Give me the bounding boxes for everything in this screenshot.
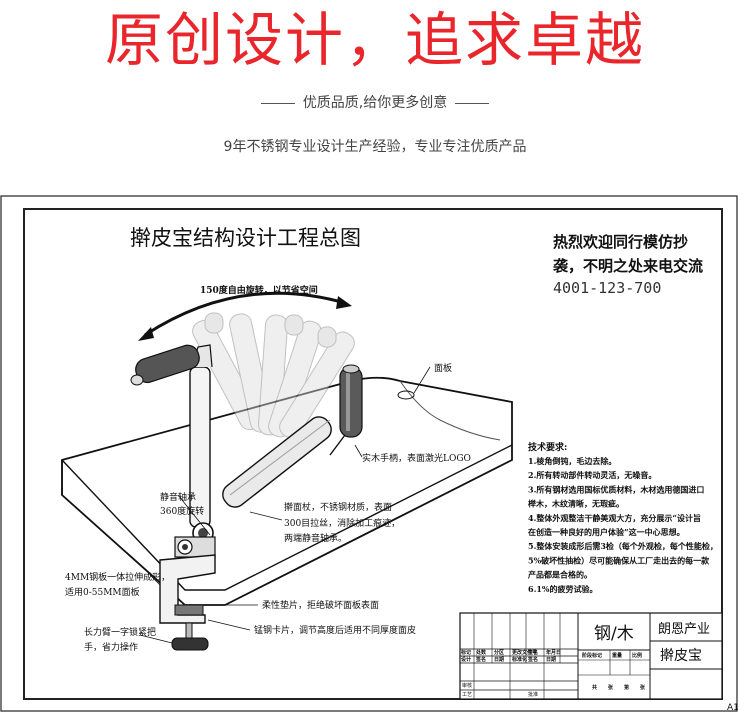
arm-label-1: 4MM钢板一体拉伸成形， bbox=[65, 571, 170, 583]
tb-cell: 标准化 bbox=[511, 656, 527, 663]
tb-review: 审核 bbox=[462, 682, 472, 689]
tb-stage-cell: 阶段标记 bbox=[582, 652, 602, 659]
notice-line-1: 热烈欢迎同行模仿抄 bbox=[553, 233, 688, 251]
tagline-left-rule bbox=[260, 102, 295, 104]
tb-cell: 标记 bbox=[460, 649, 471, 656]
tb-sheet-cell: 张 bbox=[640, 684, 646, 691]
tb-row-design: 设计签名日期标准化签名日期 bbox=[461, 656, 556, 663]
bearing-label-1: 静音轴承 bbox=[160, 491, 196, 503]
tb-company: 朗恩产业 bbox=[658, 622, 710, 637]
tb-product: 擀皮宝 bbox=[660, 648, 702, 664]
arm-label-2: 适用0-55MM面板 bbox=[65, 586, 140, 598]
phone-number: 4001-123-700 bbox=[553, 279, 661, 297]
tb-sheet-cell: 共 bbox=[592, 684, 597, 691]
tb-cell: 签名 bbox=[527, 656, 538, 663]
tb-material: 钢/木 bbox=[594, 624, 634, 644]
tb-cell: 更改文件号 bbox=[512, 649, 537, 656]
tech-heading: 技术要求: bbox=[528, 441, 567, 453]
title-block: 钢/木 朗恩产业 擀皮宝 标记处数分区更改文件号签名年月日 设计签名日期标准化签… bbox=[459, 612, 723, 700]
tech-line: 6.1%的疲劳试验。 bbox=[528, 584, 598, 594]
wood-handle bbox=[339, 364, 363, 438]
panel-label: 面板 bbox=[434, 362, 452, 374]
outer-frame bbox=[0, 195, 738, 712]
notice-line-2: 袭，不明之处来电交流 bbox=[552, 257, 703, 275]
tb-stage-cell: 重量 bbox=[612, 652, 622, 659]
tagline-text: 优质品质,给你更多创意 bbox=[302, 95, 448, 111]
tb-cell: 设计 bbox=[461, 656, 471, 663]
tech-requirements: 技术要求: 1.棱角倒钝，毛边去除。 2.所有转动部件转动灵活，无噪音。 3.所有钢… bbox=[528, 441, 718, 594]
tb-cell: 年月日 bbox=[546, 649, 561, 656]
rotation-arrow-left bbox=[138, 327, 154, 341]
tb-stage-cell: 比例 bbox=[632, 652, 642, 659]
tech-line: 5%破坏性抽检）尽可能确保从工厂走出去的每一款 bbox=[528, 555, 710, 565]
tb-row-revision: 标记处数分区 更改文件号签名 年月日 bbox=[460, 649, 561, 656]
rotation-label: 150度自由旋转，以节省空间 bbox=[200, 284, 318, 296]
clip-label: 锰钢卡片，调节高度后适用不同厚度面皮 bbox=[254, 624, 416, 636]
tb-stage-headers: 阶段标记 重量 比例 bbox=[582, 652, 642, 659]
screw-label-1: 长力臂一字锁紧把 bbox=[84, 626, 156, 638]
bearing-bracket bbox=[159, 522, 216, 651]
headline: 原创设计，追求卓越 bbox=[104, 6, 645, 74]
tb-cell: 签名 bbox=[475, 656, 486, 663]
tech-line: 5.整体安装成形后需3检（每个外观检，每个性能检， bbox=[528, 541, 718, 551]
tagline: 优质品质,给你更多创意 bbox=[0, 92, 750, 112]
engineering-drawing: A1 擀皮宝结构设计工程总图 热烈欢迎同行模仿抄 袭，不明之处来电交流 4001… bbox=[0, 195, 739, 713]
subtitle: 9年不锈钢专业设计生产经验，专业专注优质产品 bbox=[223, 139, 527, 155]
tb-cell: 处数 bbox=[475, 649, 487, 656]
drawing-title: 擀皮宝结构设计工程总图 bbox=[130, 226, 361, 250]
tech-line: 2.所有转动部件转动灵活，无噪音。 bbox=[528, 470, 656, 480]
handle-label: 实木手柄，表面激光LOGO bbox=[362, 452, 471, 464]
tech-line: 榉木，木纹清晰，无瑕疵。 bbox=[528, 499, 624, 509]
rod-label-3: 两端静音轴承。 bbox=[284, 532, 347, 544]
pad-label: 柔性垫片，拒绝破坏面板表面 bbox=[262, 599, 379, 611]
tb-cell: 签名 bbox=[527, 649, 538, 656]
upright-handle bbox=[130, 344, 213, 528]
screw-label-2: 手，省力操作 bbox=[84, 641, 138, 653]
tech-line: 产品都是合格的。 bbox=[528, 570, 592, 580]
tech-line: 4.整体外观整洁干静美观大方，充分展示“设计旨 bbox=[528, 513, 701, 523]
tech-line: 在创造一种良好的用户体验”这一中心思想。 bbox=[528, 527, 685, 537]
rod-label-2: 300目拉丝，消除加工痕迹， bbox=[284, 517, 400, 529]
tech-line: 3.所有钢材选用国标优质材料，木材选用德国进口 bbox=[528, 484, 704, 494]
tb-cell: 日期 bbox=[546, 656, 556, 663]
inner-frame bbox=[23, 208, 723, 700]
rotation-arc bbox=[144, 291, 346, 337]
tech-line: 1.棱角倒钝，毛边去除。 bbox=[528, 456, 616, 466]
tb-cell: 日期 bbox=[494, 656, 504, 663]
tb-sheet-cell: 张 bbox=[608, 684, 614, 691]
rotation-arrow-right bbox=[336, 296, 352, 309]
tagline-right-rule bbox=[455, 102, 490, 104]
ghost-rod-positions bbox=[192, 312, 355, 439]
bearing-label-2: 360度旋转 bbox=[160, 505, 204, 517]
tb-cell: 分区 bbox=[494, 649, 504, 656]
tb-sheet-cell: 第 bbox=[624, 684, 629, 691]
rolling-pin bbox=[222, 416, 346, 508]
tb-approve: 批准 bbox=[528, 691, 538, 698]
rod-label-1: 擀面杖，不锈钢材质，表面 bbox=[284, 501, 392, 513]
sheet-corner-label: A1 bbox=[727, 703, 739, 713]
tb-sheet-count: 共张第张 bbox=[592, 684, 646, 691]
tb-process: 工艺 bbox=[462, 692, 472, 698]
callouts: 面板 实木手柄，表面激光LOGO 静音轴承 360度旋转 擀面杖，不锈钢材质，表… bbox=[65, 362, 471, 653]
